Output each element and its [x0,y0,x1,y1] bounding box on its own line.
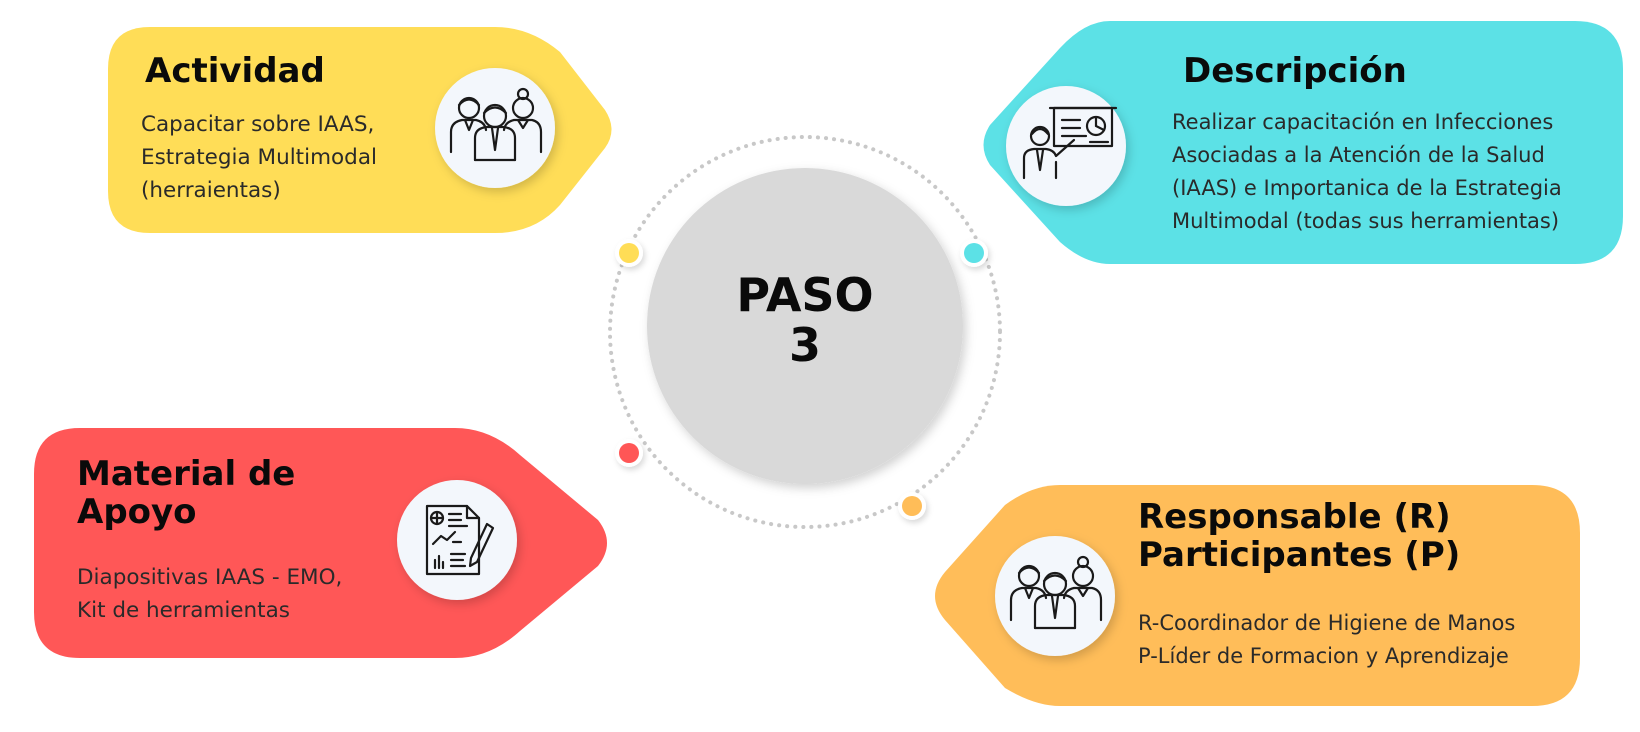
material-icon-circle [397,480,517,600]
descripcion-card [983,21,1623,264]
material-title: Material de Apoyo [77,454,296,532]
team-icon [449,87,543,162]
center-circle [647,168,963,484]
responsable-body: R-Coordinador de Higiene de Manos P-Líde… [1138,611,1516,668]
actividad-title: Actividad [145,51,325,91]
document-chart-icon [425,504,495,576]
team-icon [1009,555,1103,630]
descripcion-body: Realizar capacitación en Infecciones Aso… [1172,110,1562,233]
ring-dot-red [615,439,643,467]
ring-dot-cyan [960,239,988,267]
ring-dot-orange [898,492,926,520]
presentation-icon [1022,106,1118,180]
descripcion-title: Descripción [1183,51,1407,91]
center-label: PASO 3 [736,268,874,372]
dotted-ring [608,135,1002,529]
ring-dot-yellow [615,239,643,267]
responsable-card [935,485,1580,706]
material-body: Diapositivas IAAS - EMO, Kit de herramie… [77,565,343,623]
actividad-body: Capacitar sobre IAAS, Estrategia Multimo… [141,112,377,203]
responsable-title: Responsable (R) Participantes (P) [1138,497,1461,575]
